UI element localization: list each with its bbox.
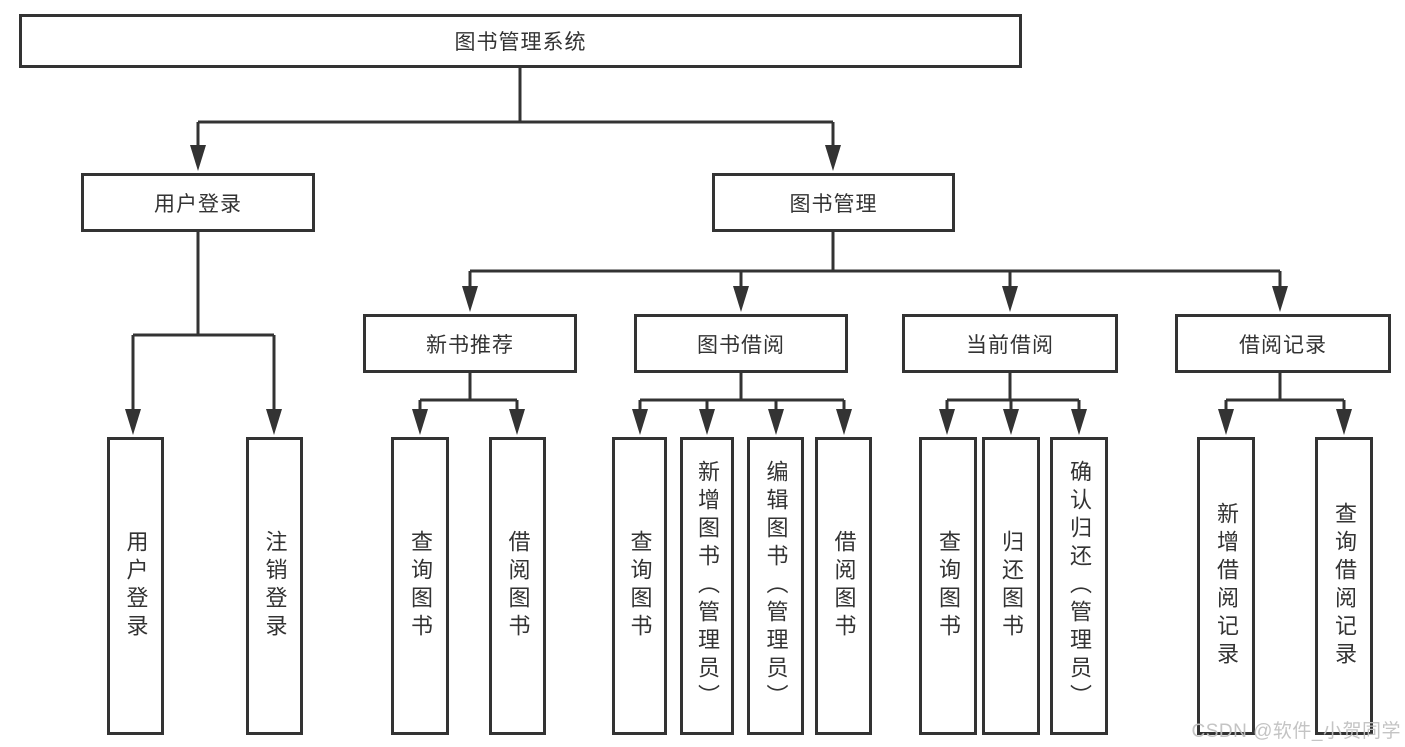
node-current-borrow-label: 当前借阅 — [966, 333, 1054, 357]
leaf-query-books-recommend: 查询图书 — [391, 437, 449, 735]
leaf-return-books-label: 归还图书 — [999, 530, 1024, 642]
node-book-borrow: 图书借阅 — [634, 314, 848, 373]
leaf-query-books-borrow: 查询图书 — [612, 437, 667, 735]
leaf-query-books-current-label: 查询图书 — [936, 530, 961, 642]
leaf-add-borrow-record-label: 新增借阅记录 — [1214, 502, 1239, 670]
node-borrow-records: 借阅记录 — [1175, 314, 1391, 373]
node-current-borrow: 当前借阅 — [902, 314, 1118, 373]
leaf-query-books-recommend-label: 查询图书 — [408, 530, 433, 642]
leaf-return-books: 归还图书 — [982, 437, 1040, 735]
node-root-label: 图书管理系统 — [454, 31, 587, 54]
leaf-confirm-return-admin-label: 确认归还（管理员） — [1067, 460, 1092, 712]
node-new-book-recommend-label: 新书推荐 — [426, 333, 514, 357]
watermark: CSDN @软件_小贺同学 — [1191, 721, 1401, 742]
leaf-logout-login: 注销登录 — [246, 437, 303, 735]
leaf-add-books-admin-label: 新增图书（管理员） — [695, 460, 720, 712]
leaf-borrow-books-recommend-label: 借阅图书 — [505, 530, 531, 642]
node-book-management: 图书管理 — [712, 173, 955, 232]
leaf-edit-books-admin-label: 编辑图书（管理员） — [763, 460, 789, 712]
leaf-query-books-borrow-label: 查询图书 — [627, 530, 653, 642]
leaf-add-books-admin: 新增图书（管理员） — [680, 437, 734, 735]
leaf-borrow-books: 借阅图书 — [815, 437, 872, 735]
leaf-edit-books-admin: 编辑图书（管理员） — [747, 437, 804, 735]
leaf-user-login-label: 用户登录 — [123, 530, 149, 642]
leaf-query-books-current: 查询图书 — [919, 437, 977, 735]
leaf-logout-login-label: 注销登录 — [262, 530, 288, 642]
leaf-borrow-books-recommend: 借阅图书 — [489, 437, 546, 735]
leaf-borrow-books-label: 借阅图书 — [831, 530, 857, 642]
node-root: 图书管理系统 — [19, 14, 1022, 68]
leaf-add-borrow-record: 新增借阅记录 — [1197, 437, 1255, 735]
node-borrow-records-label: 借阅记录 — [1239, 333, 1327, 357]
node-book-management-label: 图书管理 — [789, 192, 878, 216]
node-new-book-recommend: 新书推荐 — [363, 314, 577, 373]
leaf-confirm-return-admin: 确认归还（管理员） — [1050, 437, 1108, 735]
leaf-query-borrow-record: 查询借阅记录 — [1315, 437, 1373, 735]
leaf-user-login: 用户登录 — [107, 437, 164, 735]
node-user-login: 用户登录 — [81, 173, 315, 232]
node-user-login-label: 用户登录 — [154, 192, 242, 216]
node-book-borrow-label: 图书借阅 — [697, 333, 785, 357]
leaf-query-borrow-record-label: 查询借阅记录 — [1332, 502, 1357, 670]
